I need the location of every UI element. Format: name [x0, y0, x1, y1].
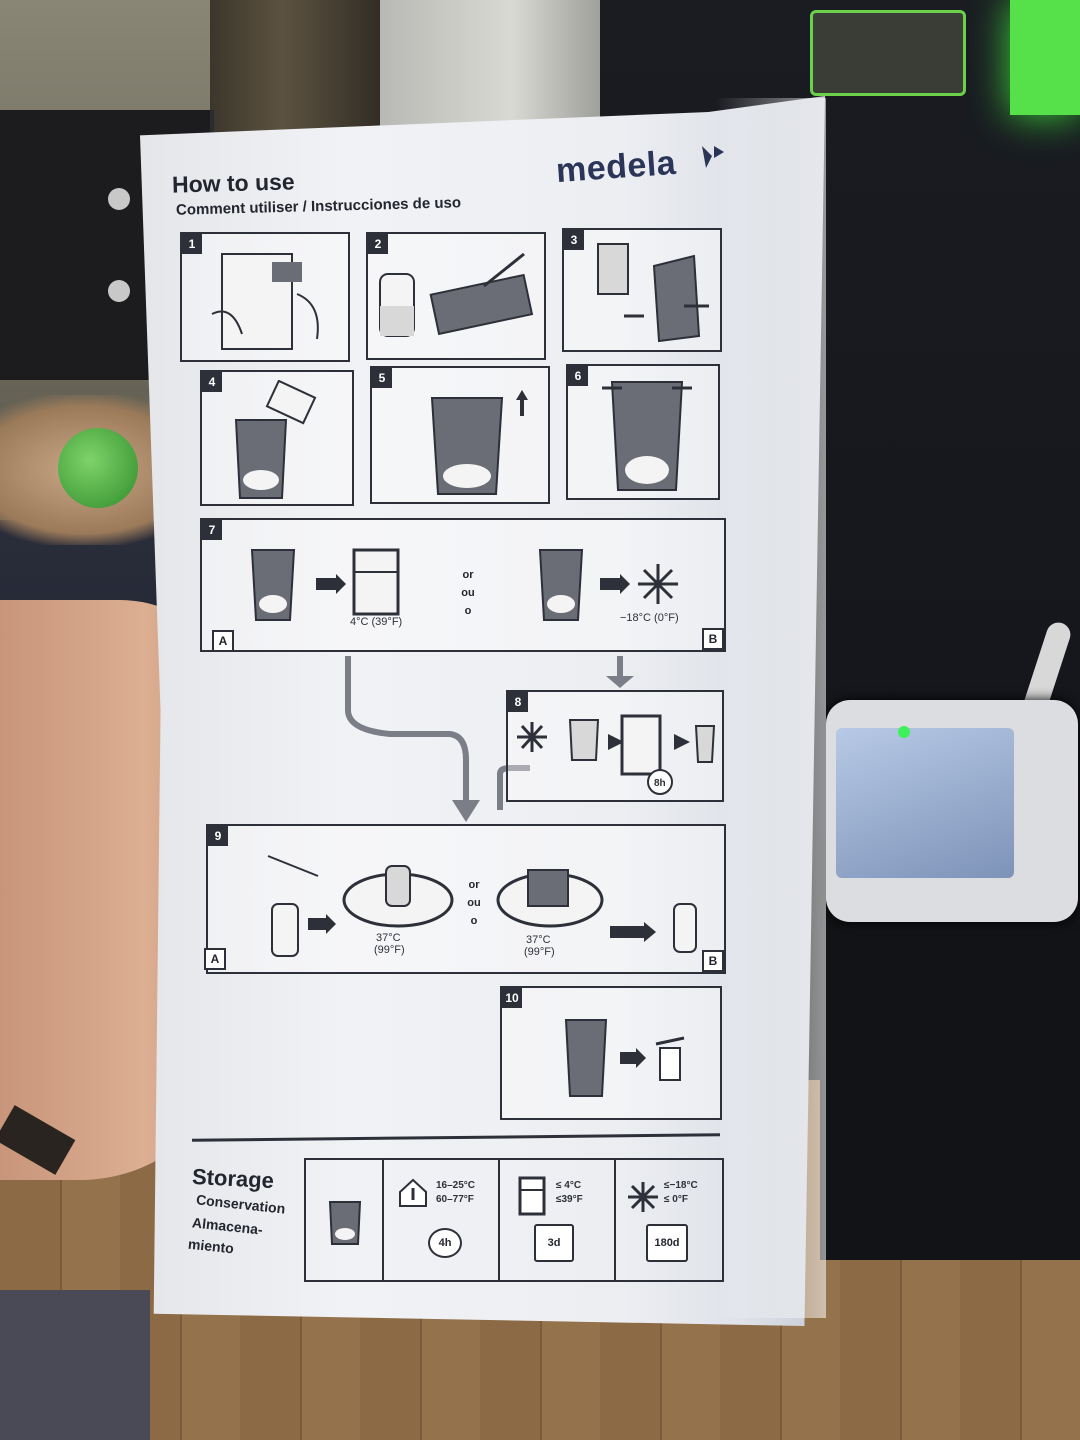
- fridge-temp-label: 4°C (39°F): [350, 616, 403, 628]
- storage-subtitle-es-1: Almacena-: [191, 1214, 264, 1238]
- section-divider: [191, 1133, 721, 1142]
- freezer-duration: 180d: [646, 1224, 688, 1262]
- green-ball: [58, 428, 138, 508]
- monitor-screen: [836, 728, 1014, 878]
- instructions-subtitle: Comment utiliser / Instrucciones de uso: [175, 194, 462, 219]
- snowflake-icon: [628, 1182, 658, 1212]
- water-temp-a-c: 37°C: [376, 932, 401, 944]
- or-en: or: [462, 569, 474, 581]
- freezer-temp-label: −18°C (0°F): [620, 612, 679, 624]
- step-number: 2: [368, 234, 388, 254]
- path-b-marker: B: [702, 950, 724, 972]
- freezer-temp-f: ≤ 0°F: [664, 1194, 688, 1205]
- or-en: or: [468, 879, 480, 891]
- step-panel-8: 8 8h: [506, 690, 724, 802]
- step-number: 1: [182, 234, 202, 254]
- step-panel-6: 6: [566, 364, 720, 500]
- step-panel-10: 10: [500, 986, 722, 1120]
- room-duration: 4h: [428, 1228, 462, 1258]
- storage-title: Storage: [191, 1163, 275, 1194]
- water-temp-a-f: (99°F): [374, 944, 405, 956]
- flow-arrows: [345, 656, 634, 822]
- step-panel-9: 9 37°C (99°F) or ou o 37°C (99°F) A B: [204, 824, 726, 974]
- path-b-marker: B: [702, 628, 724, 650]
- step-panel-7: 7 4°C (39°F) or ou o −18°C (0°F) A: [200, 518, 726, 652]
- fridge-temp-c: ≤ 4°C: [556, 1180, 582, 1191]
- storage-subtitle-es-2: miento: [187, 1235, 235, 1257]
- water-temp-b-f: (99°F): [524, 946, 555, 958]
- fridge-cell: ≤ 4°C ≤39°F 3d: [500, 1160, 616, 1280]
- fridge-temp-f: ≤39°F: [556, 1194, 583, 1205]
- step-number: 6: [568, 366, 588, 386]
- thaw-in-fridge-pictogram: [517, 714, 716, 795]
- dresser-knob: [108, 280, 130, 302]
- or-fr: ou: [467, 897, 481, 909]
- room-temp-f: 60–77°F: [436, 1194, 474, 1205]
- game-console: [810, 10, 966, 96]
- instructions-title: How to use: [171, 168, 295, 198]
- or-es: o: [464, 605, 472, 617]
- house-thermometer-icon: [399, 1178, 427, 1207]
- pour-milk-pictogram: [234, 380, 317, 499]
- step-number: 10: [502, 988, 522, 1008]
- remove-air-pictogram: [430, 390, 528, 495]
- warm-bag-pictogram: [496, 869, 697, 953]
- water-temp-b-c: 37°C: [526, 934, 551, 946]
- step-number: 5: [372, 368, 392, 388]
- room-temp-c: 16–25°C: [436, 1180, 476, 1191]
- fridge-duration: 3d: [534, 1224, 574, 1262]
- or-es: o: [470, 915, 478, 927]
- discard-pictogram: [564, 1019, 685, 1097]
- or-separator: or ou o: [462, 876, 486, 930]
- step-number: 7: [202, 520, 222, 540]
- warm-bottle-pictogram: [267, 855, 454, 957]
- seal-bag-pictogram: [602, 381, 692, 491]
- dresser-knob: [108, 188, 130, 210]
- step-panel-2: 2: [366, 232, 546, 360]
- room-temp-cell: 16–25°C 60–77°F 4h: [384, 1160, 500, 1280]
- step-number: 9: [208, 826, 228, 846]
- step-number: 3: [564, 230, 584, 250]
- thaw-time-label: 8h: [654, 778, 666, 789]
- step-panel-1: 1: [180, 232, 350, 362]
- freezer-temp-c: ≤−18°C: [664, 1180, 698, 1191]
- path-a-marker: A: [204, 948, 226, 970]
- storage-bag-cell: [306, 1160, 384, 1280]
- storage-table: 16–25°C 60–77°F 4h ≤ 4°C ≤39°F 3d ≤−18°C…: [304, 1158, 724, 1282]
- or-separator: or ou o: [456, 566, 480, 620]
- step-number: 8: [508, 692, 528, 712]
- storage-subtitle-fr: Conservation: [195, 1191, 287, 1217]
- freezer-cell: ≤−18°C ≤ 0°F 180d: [616, 1160, 720, 1280]
- path-a-marker: A: [212, 630, 234, 652]
- step-panel-4: 4: [200, 370, 354, 506]
- or-fr: ou: [461, 587, 475, 599]
- step-number: 4: [202, 372, 222, 392]
- open-bag-pictogram: [597, 243, 709, 343]
- milk-bag-icon: [328, 1201, 362, 1245]
- sleeve: [0, 1290, 150, 1440]
- tear-open-pictogram: [211, 253, 319, 350]
- fridge-icon: [518, 1176, 546, 1216]
- package-seal: [716, 98, 826, 1318]
- brand-mark-icon: [702, 146, 724, 168]
- refrigerate-pictogram: [250, 548, 400, 621]
- monitor-led: [898, 726, 910, 738]
- brand-logo: medela: [554, 143, 678, 191]
- step-panel-3: 3: [562, 228, 722, 352]
- freeze-pictogram: [538, 549, 678, 621]
- baby-monitor: [826, 700, 1078, 922]
- label-writing-pictogram: [379, 252, 534, 337]
- tv-screen: [1010, 0, 1080, 115]
- step-panel-5: 5: [370, 366, 550, 504]
